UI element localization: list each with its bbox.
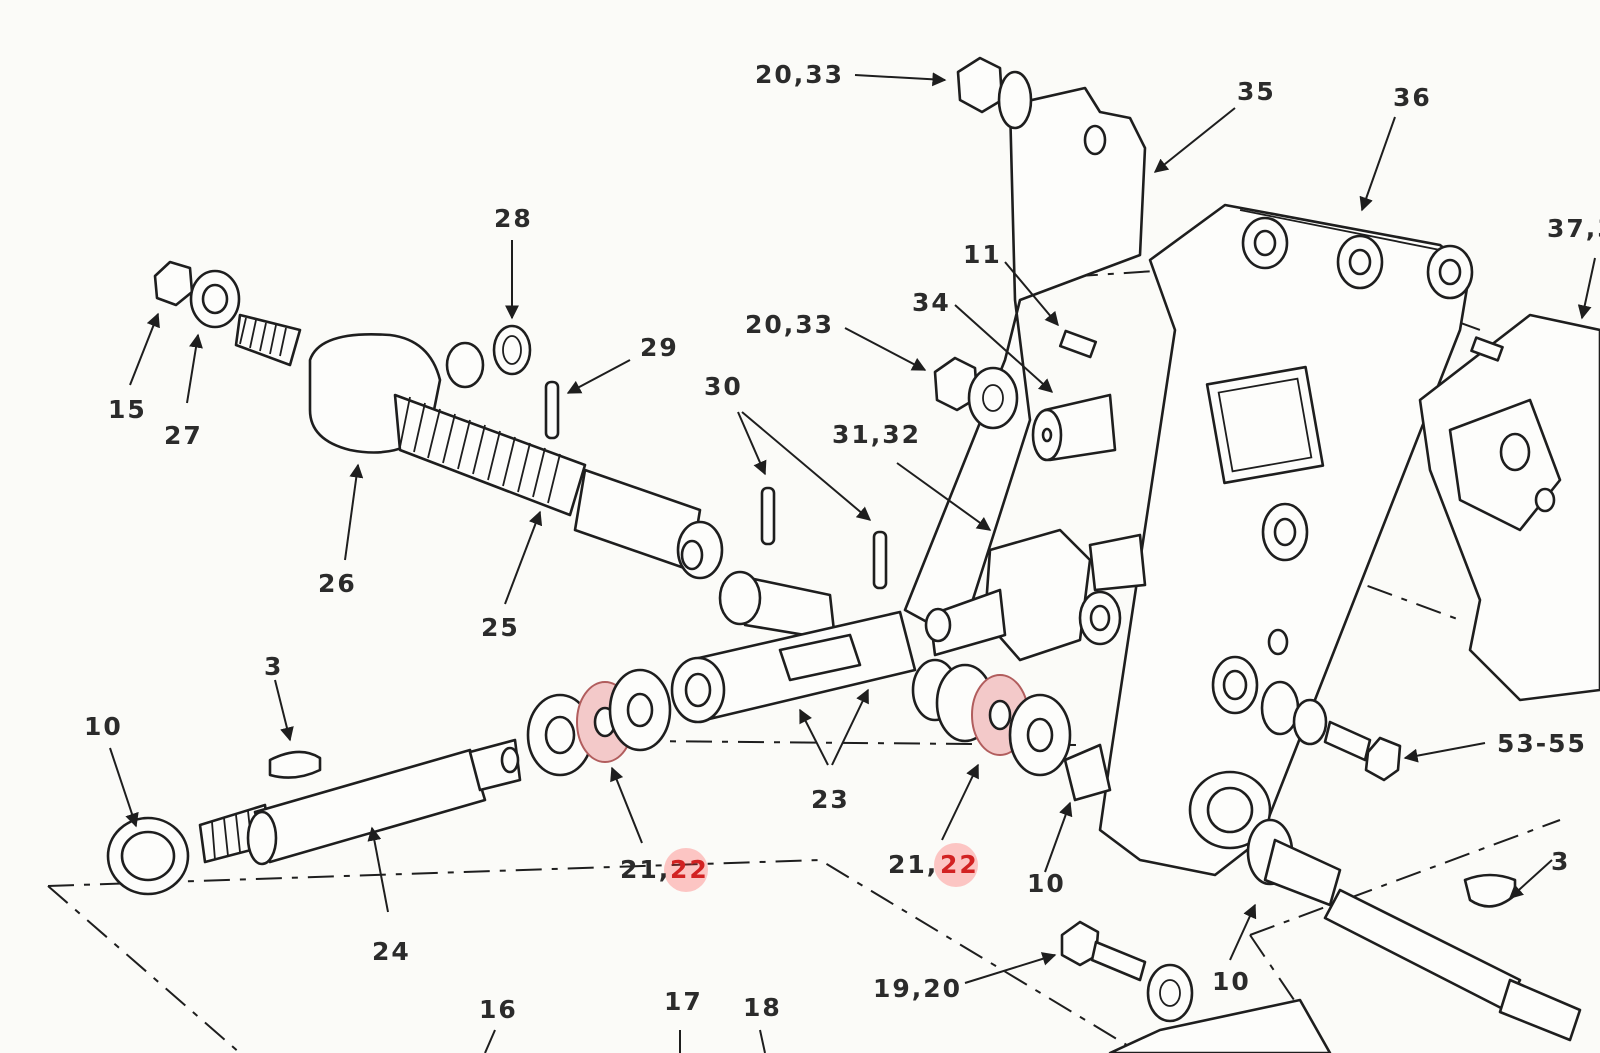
- callout-3-right: 3: [1551, 847, 1570, 876]
- callout-20-33-mid: 20,33: [745, 310, 834, 339]
- callout-27: 27: [164, 421, 203, 450]
- callout-37: 37,3: [1547, 214, 1600, 243]
- post-34: [1031, 329, 1117, 462]
- callout-53-55: 53-55: [1497, 729, 1587, 758]
- callout-31-32: 31,32: [832, 420, 921, 449]
- callout-10-bottom: 10: [1212, 967, 1251, 996]
- callout-36: 36: [1393, 83, 1432, 112]
- callout-29: 29: [640, 333, 679, 362]
- callout-23: 23: [811, 785, 850, 814]
- leader-lines: [109, 72, 1596, 1053]
- highlight-dot-right: [934, 843, 978, 887]
- callout-30: 30: [704, 372, 743, 401]
- callout-24: 24: [372, 937, 411, 966]
- rod-assembly-upper: [153, 260, 724, 580]
- callout-labels: 20,33 35 36 37,3 28 11 34 29 20,33 30 15…: [84, 60, 1600, 1024]
- housing-bosses: [1188, 216, 1474, 850]
- coupling-23: [670, 570, 917, 724]
- housing-36: [1098, 203, 1474, 877]
- callout-18: 18: [743, 993, 782, 1022]
- callout-35: 35: [1237, 77, 1276, 106]
- callout-22-left: 22: [670, 855, 709, 884]
- highlight-markers: [664, 843, 978, 892]
- callout-19-20: 19,20: [873, 974, 962, 1003]
- callout-10-left: 10: [84, 712, 123, 741]
- mechanism-37: [1418, 313, 1600, 702]
- callout-17: 17: [664, 987, 703, 1016]
- shaft-lower-right: [1108, 818, 1582, 1053]
- callout-28: 28: [494, 204, 533, 233]
- washer-stack-right: [911, 658, 1112, 802]
- nuts-20-33: [933, 56, 1033, 430]
- callout-22-right: 22: [940, 850, 979, 879]
- callout-25: 25: [481, 613, 520, 642]
- callout-20-33-top: 20,33: [755, 60, 844, 89]
- callout-34: 34: [912, 288, 951, 317]
- washer-stack-left: [526, 668, 672, 777]
- callout-15: 15: [108, 395, 147, 424]
- highlight-dot-left: [664, 848, 708, 892]
- callout-16: 16: [479, 995, 518, 1024]
- callout-21-left: 21,: [620, 855, 670, 884]
- callout-21-right: 21,: [888, 850, 938, 879]
- small-parts-28-29-30: [492, 324, 888, 590]
- callout-10-mid: 10: [1027, 869, 1066, 898]
- callout-26: 26: [318, 569, 357, 598]
- bracket-35: [903, 86, 1147, 642]
- bolts: [1060, 680, 1402, 1023]
- callout-11: 11: [963, 240, 1002, 269]
- callout-3-left: 3: [264, 652, 283, 681]
- block-31-32: [924, 528, 1147, 662]
- shaft-24: [106, 738, 1517, 908]
